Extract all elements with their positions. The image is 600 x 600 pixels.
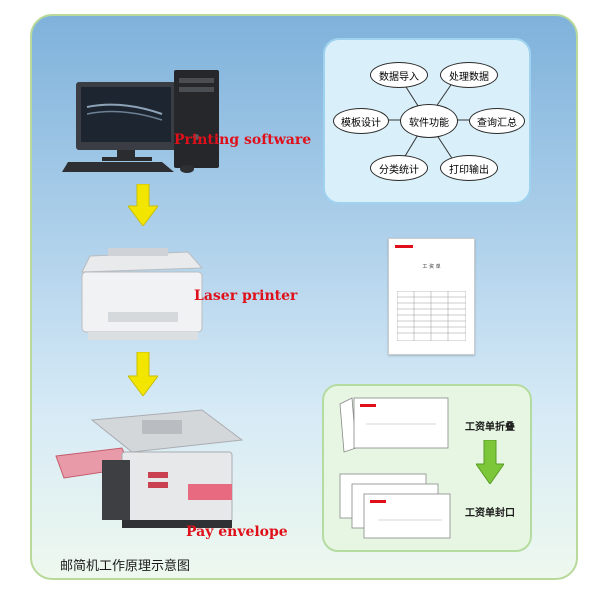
function-data-import: 数据导入 bbox=[370, 62, 428, 88]
pay-envelope-label: Pay envelope bbox=[186, 524, 288, 540]
doc-table bbox=[397, 291, 466, 341]
folding-machine-illustration bbox=[55, 409, 244, 528]
function-data-processing: 处理数据 bbox=[440, 62, 498, 88]
doc-title: 工 资 单 bbox=[422, 264, 441, 270]
arrow-down-icon bbox=[128, 184, 158, 226]
seal-step-label: 工资单封口 bbox=[465, 508, 515, 519]
function-template-design: 模板设计 bbox=[333, 108, 389, 134]
fold-step-label: 工资单折叠 bbox=[465, 422, 515, 433]
pay-slip-document: 工 资 单 bbox=[388, 238, 475, 355]
function-print-output: 打印输出 bbox=[440, 155, 498, 181]
doc-logo bbox=[395, 245, 413, 248]
laser-printer-illustration bbox=[81, 248, 204, 340]
computer-illustration bbox=[62, 70, 219, 173]
folded-slip-illustration bbox=[339, 397, 449, 453]
printing-software-label: Printing software bbox=[174, 132, 312, 148]
function-classify-stats: 分类统计 bbox=[370, 155, 428, 181]
diagram-caption: 邮简机工作原理示意图 bbox=[60, 559, 191, 574]
arrow-down-icon bbox=[128, 352, 158, 396]
sealed-envelopes-illustration bbox=[339, 473, 451, 539]
function-query-summary: 查询汇总 bbox=[469, 108, 525, 134]
laser-printer-label: Laser printer bbox=[194, 288, 298, 304]
arrow-down-green-icon bbox=[476, 440, 504, 484]
function-center: 软件功能 bbox=[400, 104, 458, 138]
